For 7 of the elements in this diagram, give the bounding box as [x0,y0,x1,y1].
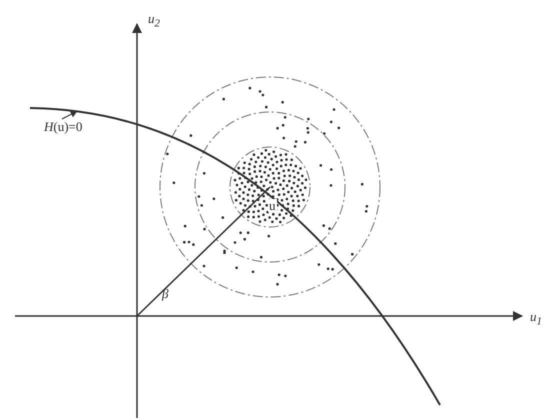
axis-label: u$_{1}$ [530,310,542,328]
axis-label: u$_{2}$ [148,12,160,30]
curve-label: H(u)=0 [44,120,82,133]
angle-label: β [162,287,168,300]
point-label: u [268,199,276,212]
limit-state-curve [30,107,441,406]
leader-line [62,110,78,120]
